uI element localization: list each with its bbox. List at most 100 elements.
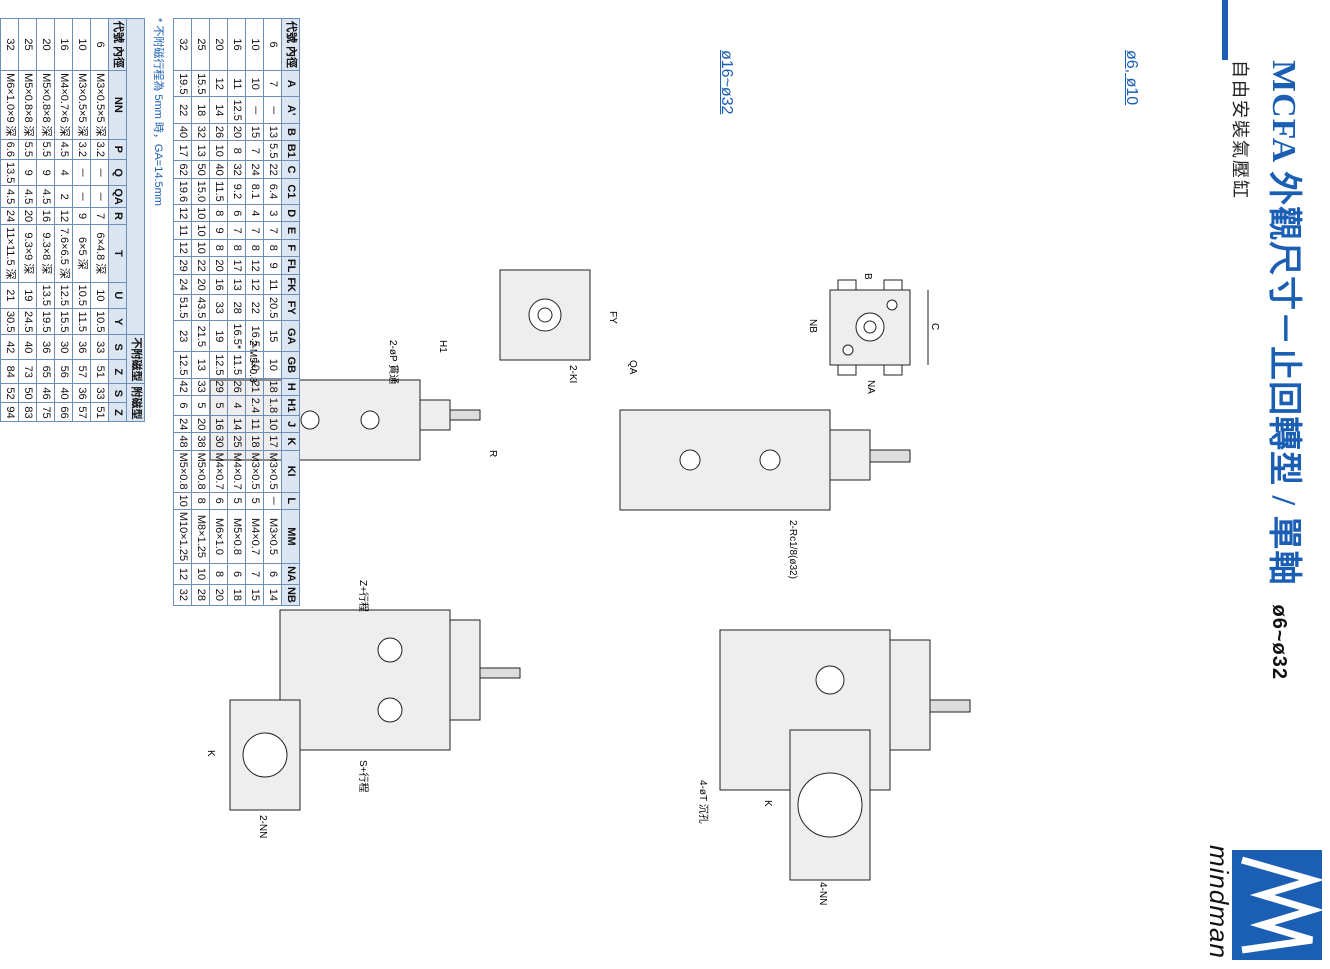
table-cell: 29 — [209, 378, 228, 396]
table-cell: 20 — [227, 123, 246, 141]
table-cell: 6 — [263, 563, 282, 585]
table-cell: 7.6×6.5 深 — [54, 224, 73, 283]
table-cell: 11 — [245, 415, 264, 433]
table-cell: 65 — [36, 359, 55, 384]
table1-header-cell: GA — [281, 320, 300, 352]
table-cell: 12 — [173, 239, 192, 257]
table-cell: 42 — [0, 334, 19, 360]
table-cell: 33 — [90, 383, 109, 403]
table-cell: 7 — [263, 70, 282, 97]
table-cell: 6×4.8 深 — [90, 224, 109, 283]
table-cell: 24 — [173, 415, 192, 433]
table-cell: 15 — [245, 584, 264, 606]
table-cell: 6 — [173, 395, 192, 416]
table-cell: 13.5 — [36, 282, 55, 309]
table-cell: 20 — [209, 256, 228, 275]
table-cell: 15 — [245, 123, 264, 141]
table-cell: 19.5 — [36, 308, 55, 335]
callout-rc: 2-Rc1/8(ø32) — [787, 520, 798, 579]
table-cell: 14 — [263, 584, 282, 606]
table-cell: 20 — [191, 415, 210, 433]
table-cell: 36 — [36, 334, 55, 360]
table-cell: 5 — [245, 492, 264, 510]
table-cell: M4×0.7 — [209, 450, 228, 493]
table-cell: 75 — [36, 402, 55, 422]
table1-header-cell: H — [281, 378, 300, 396]
table-cell: 18 — [227, 584, 246, 606]
dim-s-stroke-label: S+行程 — [357, 760, 370, 793]
table-cell: 12.5 — [209, 351, 228, 379]
dim-r-label: R — [487, 450, 498, 457]
table1-header-cell: GB — [281, 351, 300, 379]
table-cell: 18 — [263, 378, 282, 396]
table-cell: 22 — [263, 160, 282, 179]
mindman-logo — [1232, 850, 1322, 960]
table-cell: 33 — [191, 378, 210, 396]
table-cell: 22 — [245, 294, 264, 321]
table-cell: M5×0.8 — [173, 450, 192, 493]
table-cell: M6×1.0×9 深 — [0, 70, 19, 140]
table-cell: M4×0.7 — [245, 509, 264, 564]
table-cell: 38 — [191, 432, 210, 451]
table-cell: 46 — [36, 383, 55, 403]
table-cell: 10 — [245, 70, 264, 97]
dim-c-label: C — [929, 323, 940, 330]
table-cell: 11.5 — [72, 308, 91, 335]
table-cell: 22 — [191, 256, 210, 275]
table-cell: 36 — [72, 383, 91, 403]
table-cell: M5×0.8×8 深 — [18, 70, 37, 140]
table-cell: 14 — [209, 96, 228, 124]
table-cell: 9 — [263, 256, 282, 275]
table-cell: 30 — [209, 432, 228, 451]
table-cell: 10 — [191, 204, 210, 222]
table-cell: 9 — [209, 221, 228, 240]
table-cell: 19.6 — [173, 178, 192, 205]
table2-header-cell: NN — [108, 70, 127, 140]
table2-group-row: 不附磁型 附磁型 — [126, 18, 145, 422]
table-cell: 25 — [191, 18, 210, 71]
table-cell: 28 — [227, 294, 246, 321]
table-cell: 15 — [263, 320, 282, 352]
table-cell: 8 — [227, 239, 246, 257]
table1-header-cell: 代號 內徑 — [281, 18, 300, 71]
table-cell: 21.5 — [191, 320, 210, 352]
table-cell: 4 — [245, 204, 264, 222]
table-cell: 10 — [173, 492, 192, 510]
table-cell: 11 — [227, 70, 246, 97]
table-cell: 8 — [209, 204, 228, 222]
table-cell: 1.8 — [263, 395, 282, 416]
table-cell: 12 — [209, 70, 228, 97]
group-mag: 附磁型 — [126, 383, 145, 422]
table-cell: 10 — [191, 221, 210, 240]
table-cell: 11×11.5 深 — [0, 224, 19, 283]
table-cell: 12.5 — [54, 282, 73, 309]
table-cell: 10.5 — [72, 282, 91, 309]
table-cell: 26 — [227, 378, 246, 396]
table-cell: 12 — [245, 256, 264, 275]
table2-header-cell: U — [108, 282, 127, 309]
table-cell: 13 — [227, 274, 246, 295]
table-cell: 20 — [209, 18, 228, 71]
table1-header-cell: F — [281, 239, 300, 257]
table-cell: 10 — [209, 140, 228, 161]
brand-name: mindman — [1204, 845, 1234, 959]
table-cell: 13 — [191, 351, 210, 379]
table-cell: 12.5 — [173, 351, 192, 379]
table-cell: 5 — [209, 395, 228, 416]
table-cell: 10.5 — [90, 308, 109, 335]
table-cell: － — [90, 159, 109, 186]
table-note: * 不附磁行程為 5mm 時，GA=14.5mm — [152, 18, 164, 206]
table-cell: 16.5* — [227, 320, 246, 352]
table-cell: 7 — [245, 221, 264, 240]
table-cell: 14 — [227, 415, 246, 433]
table2-header-cell: Y — [108, 308, 127, 335]
drawing-small-front-view: Z+行程 S+行程 — [279, 580, 521, 793]
table-cell: M5×0.8×8 深 — [36, 70, 55, 140]
table2-header-cell: QA — [108, 185, 127, 208]
